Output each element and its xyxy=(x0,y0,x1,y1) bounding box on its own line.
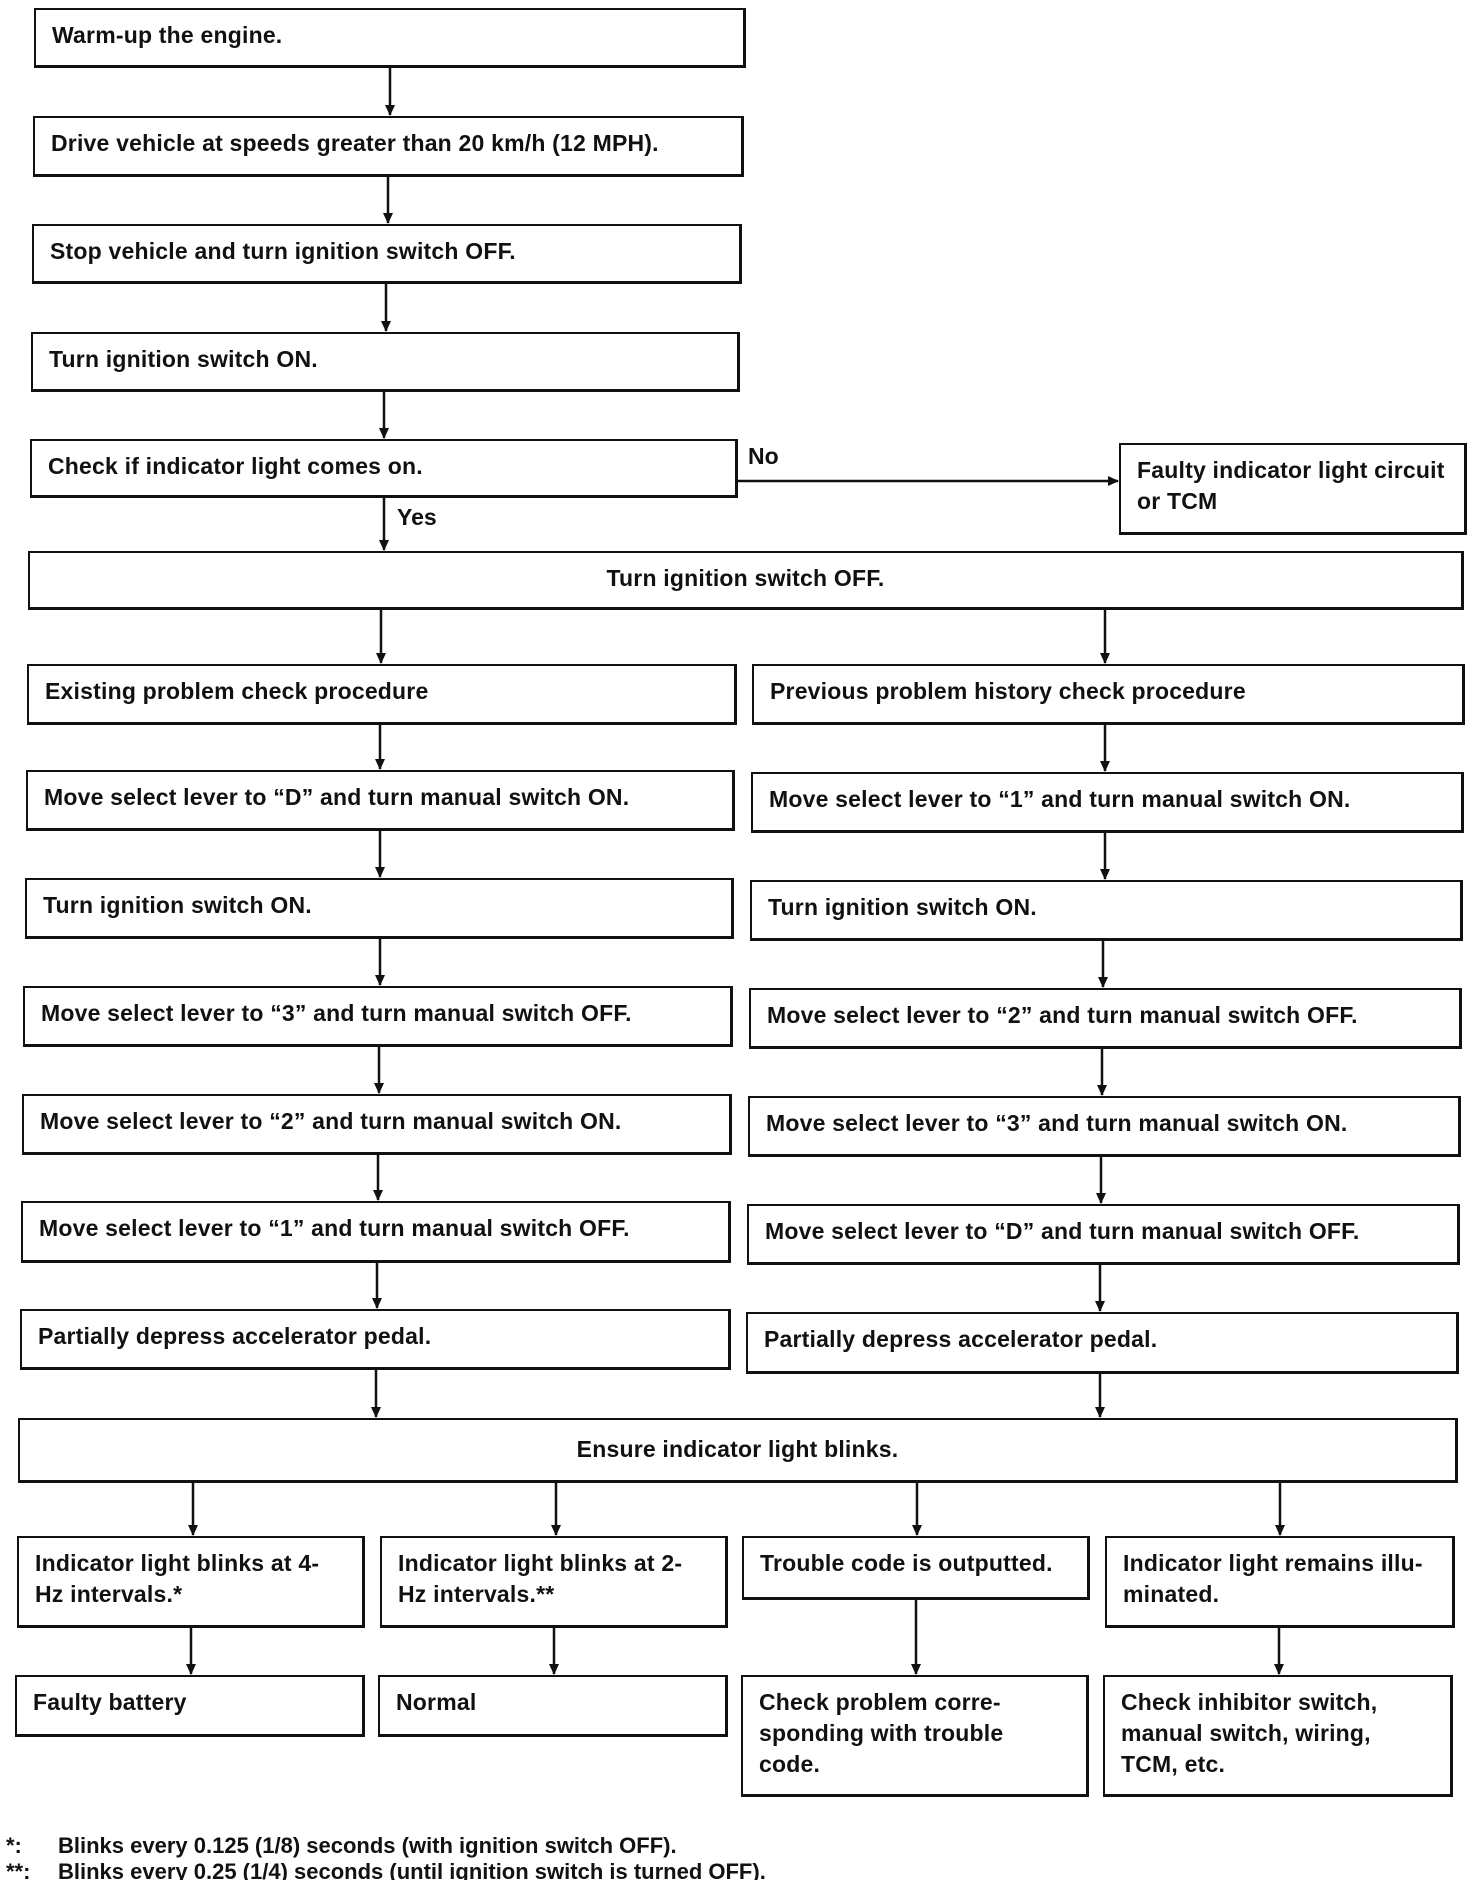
left-column-title-text: Existing problem check procedure xyxy=(45,678,429,704)
step-drive: Drive vehicle at speeds greater than 20 … xyxy=(33,116,744,177)
outcome-4hz: Indicator light blinks at 4-Hz intervals… xyxy=(17,1536,365,1628)
outcome-4hz-text: Indicator light blinks at 4-Hz intervals… xyxy=(35,1550,320,1607)
footnote-1: *: Blinks every 0.125 (1/8) seconds (with… xyxy=(6,1832,677,1860)
step-drive-text: Drive vehicle at speeds greater than 20 … xyxy=(51,130,659,156)
right-step-1: Move select lever to “1” and turn manual… xyxy=(751,772,1464,833)
right-step-6: Partially depress accelerator pedal. xyxy=(746,1312,1459,1374)
outcome-2hz: Indicator light blinks at 2-Hz intervals… xyxy=(380,1536,728,1628)
footnote-2-text: Blinks every 0.25 (1/4) seconds (until i… xyxy=(58,1859,766,1880)
right-step-3-text: Move select lever to “2” and turn manual… xyxy=(767,1002,1358,1028)
step-ignition-on-text: Turn ignition switch ON. xyxy=(49,346,318,372)
left-step-2-text: Turn ignition switch ON. xyxy=(43,892,312,918)
outcome-light-illuminated: Indicator light remains illu-minated. xyxy=(1105,1536,1455,1628)
step-stop-text: Stop vehicle and turn ignition switch OF… xyxy=(50,238,516,264)
step-ignition-on: Turn ignition switch ON. xyxy=(31,332,740,392)
right-step-4-text: Move select lever to “3” and turn manual… xyxy=(766,1110,1348,1136)
step-ignition-off-text: Turn ignition switch OFF. xyxy=(606,565,885,591)
outcome-2hz-text: Indicator light blinks at 2-Hz intervals… xyxy=(398,1550,683,1607)
right-step-4: Move select lever to “3” and turn manual… xyxy=(748,1096,1461,1157)
left-step-3: Move select lever to “3” and turn manual… xyxy=(23,986,733,1047)
step-warm-up: Warm-up the engine. xyxy=(34,8,746,68)
result-faulty-battery: Faulty battery xyxy=(15,1675,365,1737)
left-step-3-text: Move select lever to “3” and turn manual… xyxy=(41,1000,632,1026)
result-check-inhibitor-text: Check inhibitor switch, manual switch, w… xyxy=(1121,1689,1378,1777)
result-check-problem-text: Check problem corre-sponding with troubl… xyxy=(759,1689,1004,1777)
step-check-light: Check if indicator light comes on. xyxy=(30,439,738,498)
left-column-title: Existing problem check procedure xyxy=(27,664,737,725)
right-step-3: Move select lever to “2” and turn manual… xyxy=(749,988,1462,1049)
label-no: No xyxy=(748,443,779,469)
step-ensure-blink-text: Ensure indicator light blinks. xyxy=(576,1436,899,1462)
footnote-1-marker: *: xyxy=(6,1833,22,1858)
right-step-2: Turn ignition switch ON. xyxy=(750,880,1463,941)
result-normal: Normal xyxy=(378,1675,728,1737)
left-step-1: Move select lever to “D” and turn manual… xyxy=(26,770,735,831)
result-check-problem: Check problem corre-sponding with troubl… xyxy=(741,1675,1089,1797)
right-step-5: Move select lever to “D” and turn manual… xyxy=(747,1204,1460,1265)
result-normal-text: Normal xyxy=(396,1689,477,1715)
left-step-5: Move select lever to “1” and turn manual… xyxy=(21,1201,731,1263)
right-column-title-text: Previous problem history check procedure xyxy=(770,678,1246,704)
right-step-1-text: Move select lever to “1” and turn manual… xyxy=(769,786,1351,812)
step-stop: Stop vehicle and turn ignition switch OF… xyxy=(32,224,742,284)
left-step-6-text: Partially depress accelerator pedal. xyxy=(38,1323,432,1349)
step-ignition-off: Turn ignition switch OFF. xyxy=(28,551,1464,610)
footnote-1-text: Blinks every 0.125 (1/8) seconds (with i… xyxy=(58,1833,677,1858)
right-step-2-text: Turn ignition switch ON. xyxy=(768,894,1037,920)
result-faulty-circuit-text: Faulty indicator light circuit or TCM xyxy=(1137,457,1445,514)
left-step-2: Turn ignition switch ON. xyxy=(25,878,734,939)
step-check-light-text: Check if indicator light comes on. xyxy=(48,453,423,479)
right-step-6-text: Partially depress accelerator pedal. xyxy=(764,1326,1158,1352)
left-step-4: Move select lever to “2” and turn manual… xyxy=(22,1094,732,1155)
footnote-2-marker: **: xyxy=(6,1859,31,1880)
label-yes: Yes xyxy=(397,504,437,530)
right-column-title: Previous problem history check procedure xyxy=(752,664,1465,725)
step-warm-up-text: Warm-up the engine. xyxy=(52,22,283,48)
result-check-inhibitor: Check inhibitor switch, manual switch, w… xyxy=(1103,1675,1453,1797)
left-step-6: Partially depress accelerator pedal. xyxy=(20,1309,731,1370)
left-step-5-text: Move select lever to “1” and turn manual… xyxy=(39,1215,630,1241)
right-step-5-text: Move select lever to “D” and turn manual… xyxy=(765,1218,1360,1244)
outcome-light-illuminated-text: Indicator light remains illu-minated. xyxy=(1123,1550,1423,1607)
step-ensure-blink: Ensure indicator light blinks. xyxy=(18,1418,1458,1483)
outcome-trouble-code-text: Trouble code is outputted. xyxy=(760,1550,1053,1576)
result-faulty-circuit: Faulty indicator light circuit or TCM xyxy=(1119,443,1467,535)
outcome-trouble-code: Trouble code is outputted. xyxy=(742,1536,1090,1600)
left-step-4-text: Move select lever to “2” and turn manual… xyxy=(40,1108,622,1134)
left-step-1-text: Move select lever to “D” and turn manual… xyxy=(44,784,630,810)
result-faulty-battery-text: Faulty battery xyxy=(33,1689,187,1715)
footnote-2: **: Blinks every 0.25 (1/4) seconds (unti… xyxy=(6,1858,766,1880)
